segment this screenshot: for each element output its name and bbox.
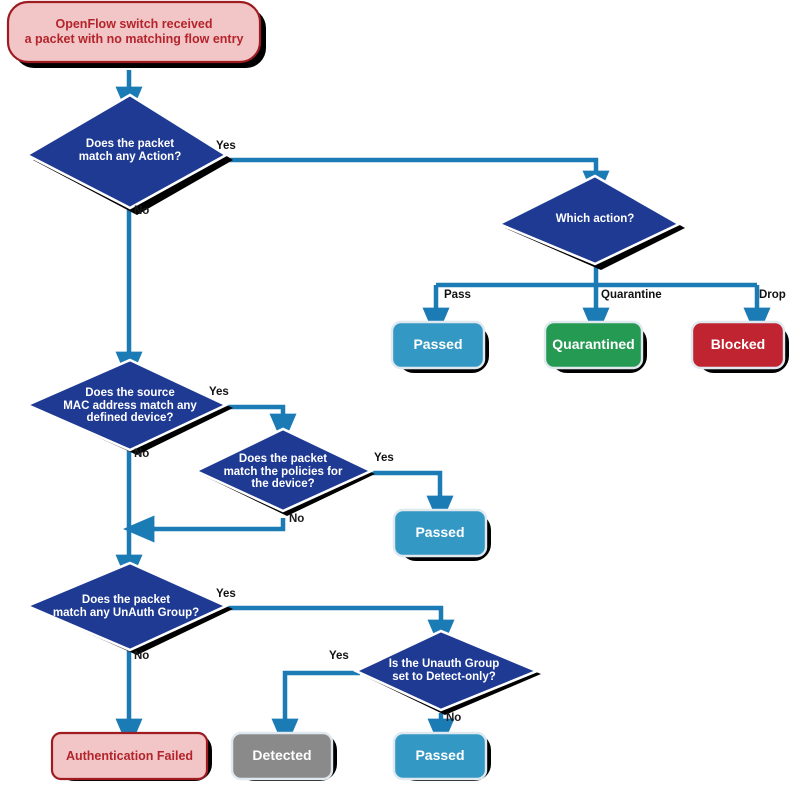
- node-action-shape: [24, 93, 229, 210]
- node-policies-shape: [192, 427, 375, 513]
- node-passed2-shape: [392, 508, 488, 558]
- edge-detectonly-yes: [271, 670, 360, 751]
- node-shapes: [6, 0, 786, 781]
- node-blocked-shape: [690, 320, 786, 370]
- edge-policies-no: [122, 515, 286, 543]
- edge-mac-yes: [225, 404, 297, 446]
- node-quarantined-shape: [543, 320, 644, 370]
- edge-policies-yes: [368, 470, 454, 528]
- node-passed3-shape: [392, 731, 488, 781]
- node-mac-shape: [23, 358, 230, 452]
- node-unauth-shape: [23, 561, 230, 652]
- node-start-shape: [6, 0, 262, 64]
- node-passed1-shape: [390, 320, 486, 370]
- connectors: [115, 70, 771, 751]
- edge-action-yes: [225, 157, 610, 203]
- node-detected-shape: [230, 731, 334, 781]
- node-authfailed-shape: [50, 731, 209, 781]
- node-which-shape: [495, 174, 682, 266]
- node-detectonly-shape: [352, 629, 541, 712]
- edge-unauth-yes: [225, 605, 455, 652]
